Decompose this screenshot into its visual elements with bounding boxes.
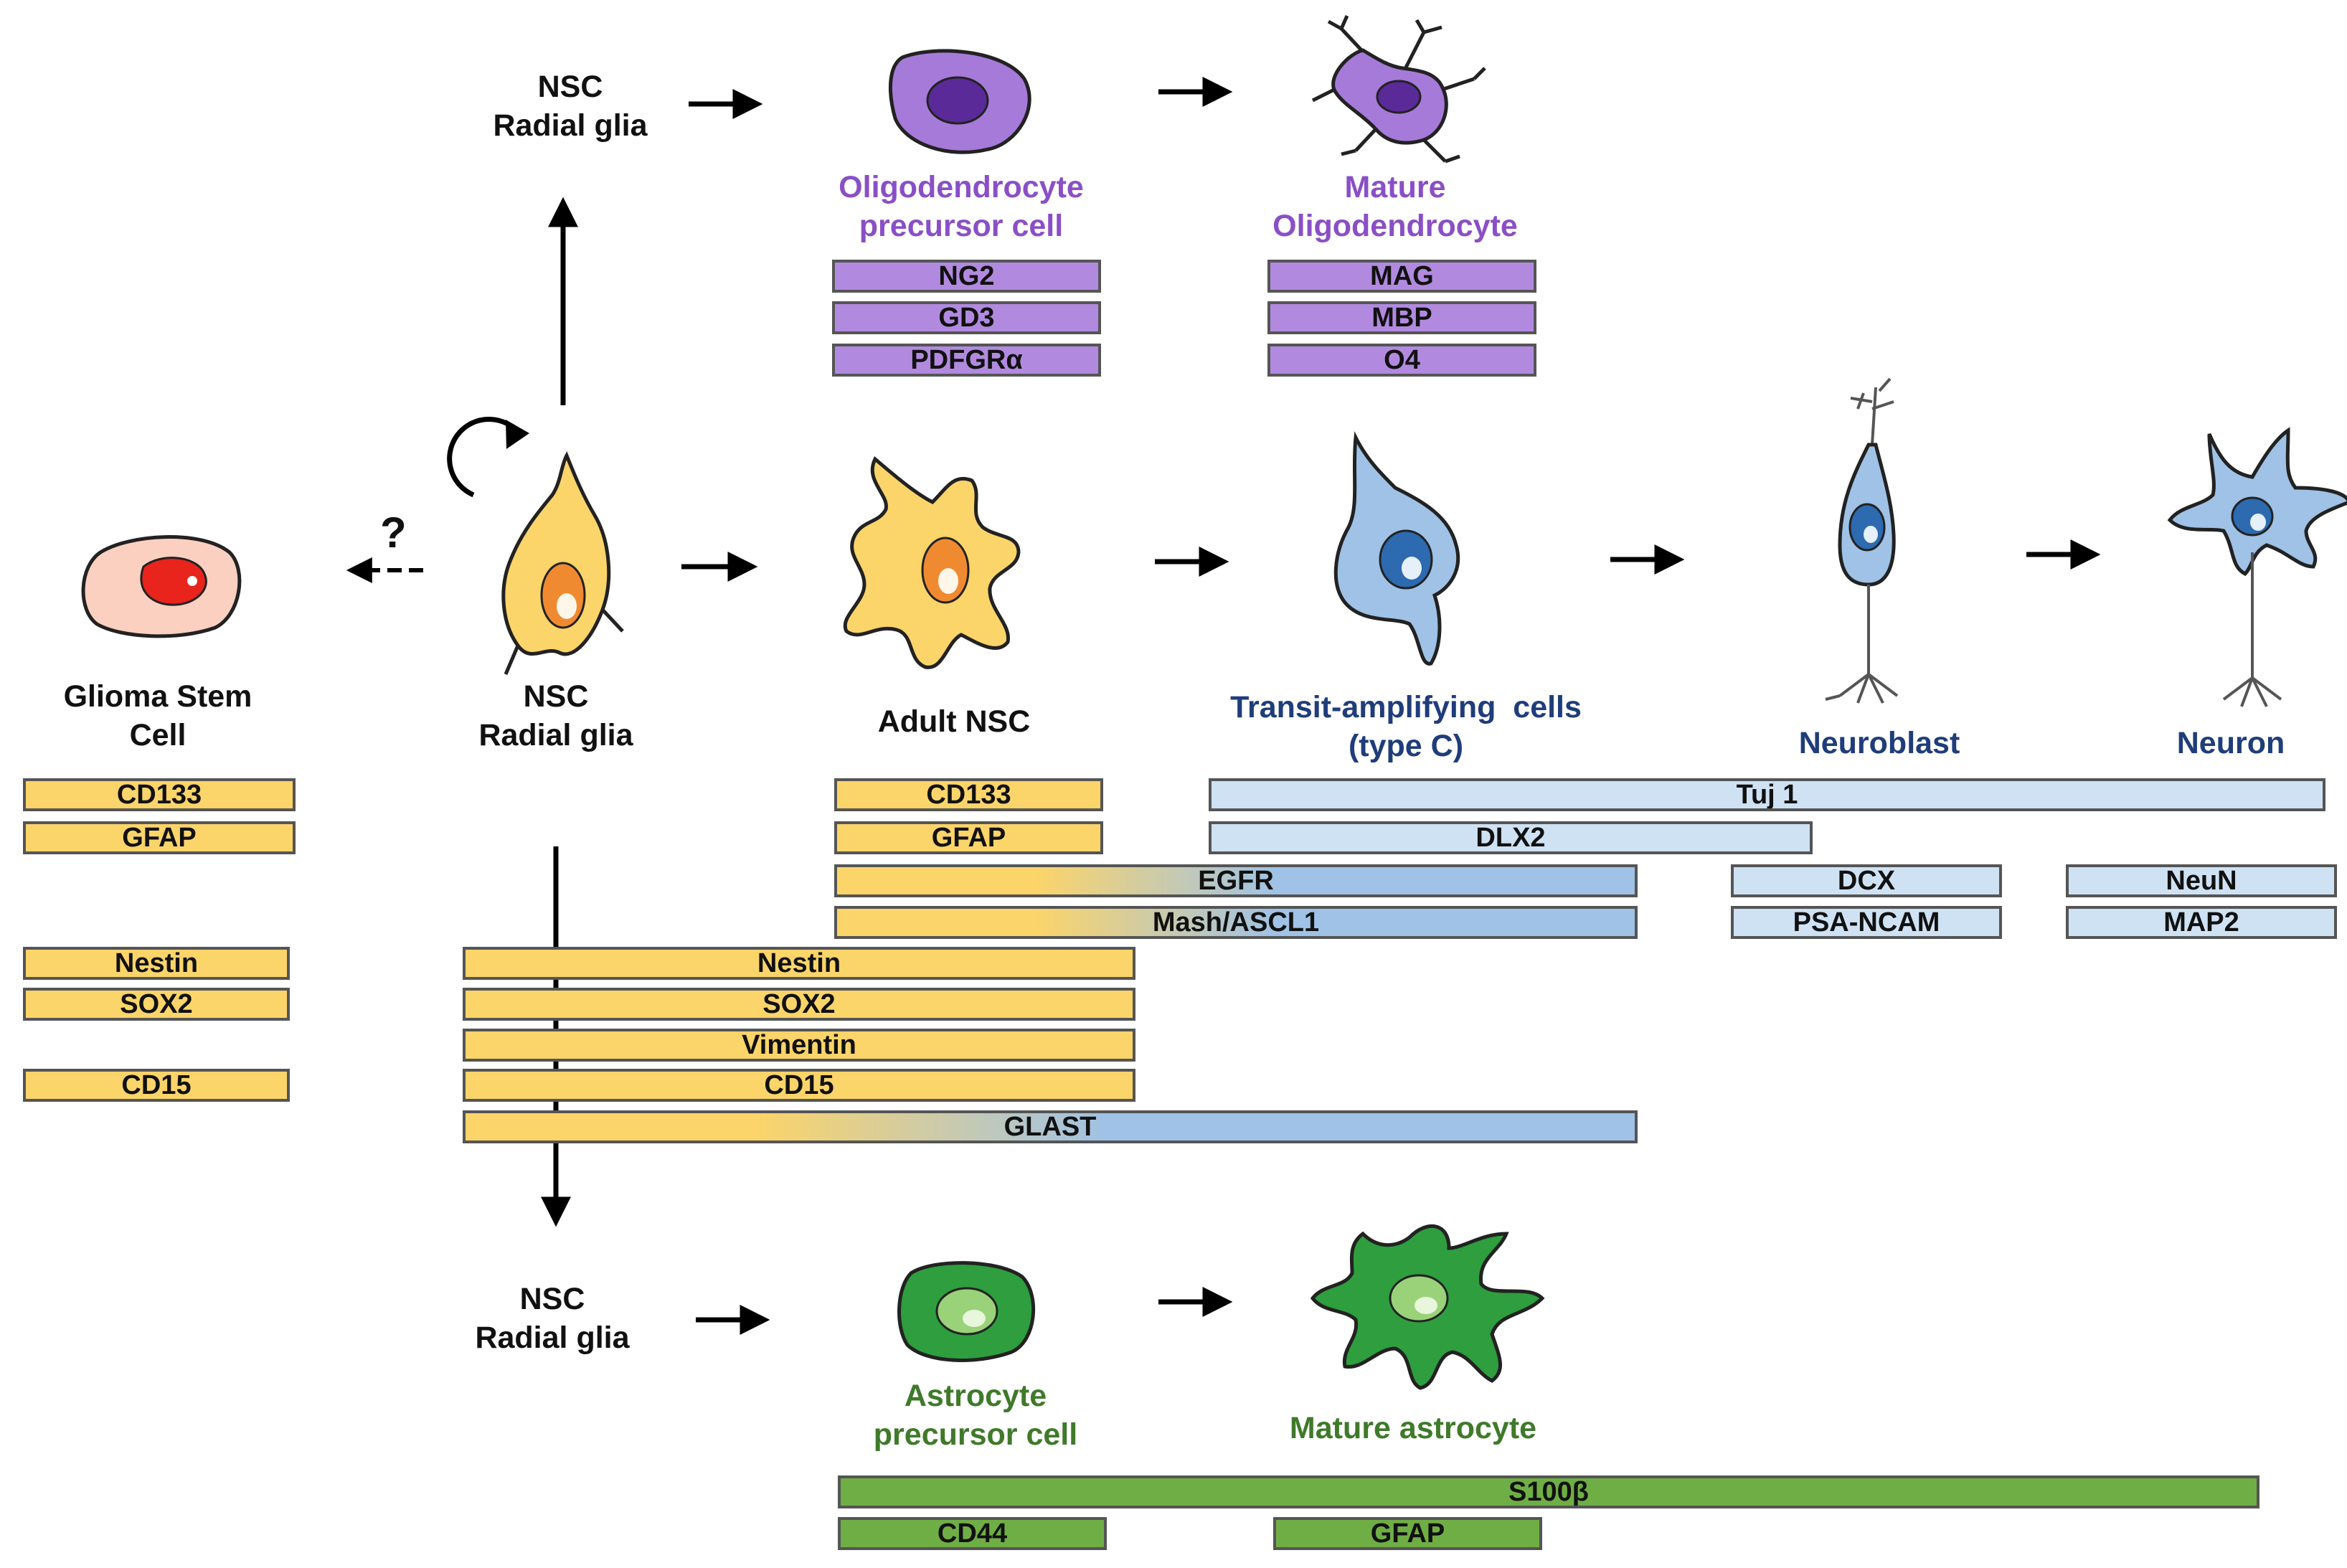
- glioma-stem-cell-icon: [81, 535, 242, 638]
- astrocyte-precursor-label: Astrocyte precursor cell: [818, 1377, 1133, 1455]
- transit-amplifying-cell-icon: [1333, 431, 1460, 666]
- astrocyte-precursor-line2: precursor cell: [873, 1417, 1078, 1452]
- question-mark-label: ?: [380, 509, 407, 557]
- marker-opc-gd3: GD3: [832, 301, 1101, 334]
- glioma-stem-cell-line1: Glioma Stem: [63, 679, 252, 714]
- marker-neun: NeuN: [2066, 864, 2337, 897]
- self-renewal-arrow-icon: [447, 416, 529, 498]
- marker-s100b: S100β: [838, 1475, 2259, 1508]
- marker-radial-sox2: SOX2: [463, 988, 1135, 1021]
- adult-nsc-line1: Adult NSC: [877, 704, 1031, 739]
- marker-radial-vimentin: Vimentin: [463, 1029, 1135, 1062]
- mature-oligodendrocyte-label: Mature Oligodendrocyte: [1241, 169, 1549, 246]
- marker-opc-pdfgra: PDFGRα: [832, 344, 1101, 377]
- marker-mash-ascl1: Mash/ASCL1: [834, 906, 1638, 939]
- neuroblast-icon: [1825, 377, 1899, 704]
- marker-dlx2: DLX2: [1209, 821, 1813, 854]
- nsc-radial-glia-mid-label: NSC Radial glia: [445, 678, 667, 755]
- marker-adult-nsc-gfap: GFAP: [834, 821, 1103, 854]
- adult-nsc-label: Adult NSC: [839, 703, 1069, 742]
- neuroblast-line1: Neuroblast: [1798, 726, 1960, 760]
- nsc-radial-glia-bottom-line1: NSC: [519, 1282, 585, 1316]
- marker-glioma-nestin: Nestin: [23, 947, 290, 980]
- marker-egfr: EGFR: [834, 864, 1638, 897]
- neuron-icon: [2167, 427, 2347, 707]
- glioma-stem-cell-line2: Cell: [129, 717, 186, 752]
- nsc-radial-glia-icon: [501, 451, 624, 675]
- marker-tuj1: Tuj 1: [1209, 778, 2325, 811]
- nsc-radial-glia-top-line1: NSC: [537, 70, 603, 104]
- marker-mature-oligo-o4: O4: [1267, 344, 1536, 377]
- nsc-radial-glia-mid-line2: Radial glia: [478, 717, 633, 752]
- mature-oligodendrocyte-line2: Oligodendrocyte: [1272, 208, 1518, 243]
- marker-glast: GLAST: [463, 1110, 1638, 1143]
- astrocyte-precursor-line1: Astrocyte: [904, 1379, 1047, 1413]
- neuron-line1: Neuron: [2176, 726, 2285, 760]
- mature-astrocyte-line1: Mature astrocyte: [1289, 1411, 1537, 1445]
- marker-mature-astro-gfap: GFAP: [1273, 1517, 1542, 1550]
- astrocyte-precursor-cell-icon: [897, 1261, 1036, 1362]
- mature-oligodendrocyte-line1: Mature: [1344, 170, 1446, 204]
- nsc-radial-glia-top-label: NSC Radial glia: [459, 68, 681, 146]
- marker-mature-oligo-mbp: MBP: [1267, 301, 1536, 334]
- marker-map2: MAP2: [2066, 906, 2337, 939]
- glioma-stem-cell-label: Glioma Stem Cell: [29, 678, 287, 755]
- nsc-radial-glia-top-line2: Radial glia: [493, 108, 648, 143]
- nsc-radial-glia-bottom-line2: Radial glia: [475, 1320, 630, 1355]
- marker-astro-precursor-cd44: CD44: [838, 1517, 1107, 1550]
- transit-amplifying-label: Transit-amplifying cells (type C): [1191, 689, 1621, 766]
- nsc-radial-glia-bottom-label: NSC Radial glia: [441, 1280, 664, 1358]
- nsc-radial-glia-mid-line1: NSC: [523, 679, 589, 714]
- opc-label-line2: precursor cell: [859, 208, 1064, 243]
- marker-glioma-sox2: SOX2: [23, 988, 290, 1021]
- oligodendrocyte-precursor-cell-icon: [888, 49, 1031, 154]
- neuroblast-label: Neuroblast: [1772, 724, 1987, 763]
- marker-dcx: DCX: [1731, 864, 2002, 897]
- adult-nsc-icon: [843, 456, 1021, 669]
- mature-astrocyte-icon: [1310, 1224, 1545, 1390]
- marker-adult-nsc-cd133: CD133: [834, 778, 1103, 811]
- mature-astrocyte-label: Mature astrocyte: [1241, 1409, 1585, 1448]
- transit-amplifying-line2: (type C): [1348, 728, 1464, 763]
- opc-label-line1: Oligodendrocyte: [839, 170, 1084, 204]
- transit-amplifying-line1: Transit-amplifying cells: [1230, 690, 1582, 724]
- marker-glioma-cd15: CD15: [23, 1069, 290, 1102]
- marker-psa-ncam: PSA-NCAM: [1731, 906, 2002, 939]
- opc-label: Oligodendrocyte precursor cell: [811, 169, 1112, 246]
- neuron-label: Neuron: [2138, 724, 2324, 763]
- marker-glioma-cd133: CD133: [23, 778, 296, 811]
- marker-opc-ng2: NG2: [832, 260, 1101, 293]
- marker-mature-oligo-mag: MAG: [1267, 260, 1536, 293]
- marker-glioma-gfap: GFAP: [23, 821, 296, 854]
- marker-radial-nestin: Nestin: [463, 947, 1135, 980]
- marker-radial-cd15: CD15: [463, 1069, 1135, 1102]
- mature-oligodendrocyte-icon: [1311, 14, 1486, 164]
